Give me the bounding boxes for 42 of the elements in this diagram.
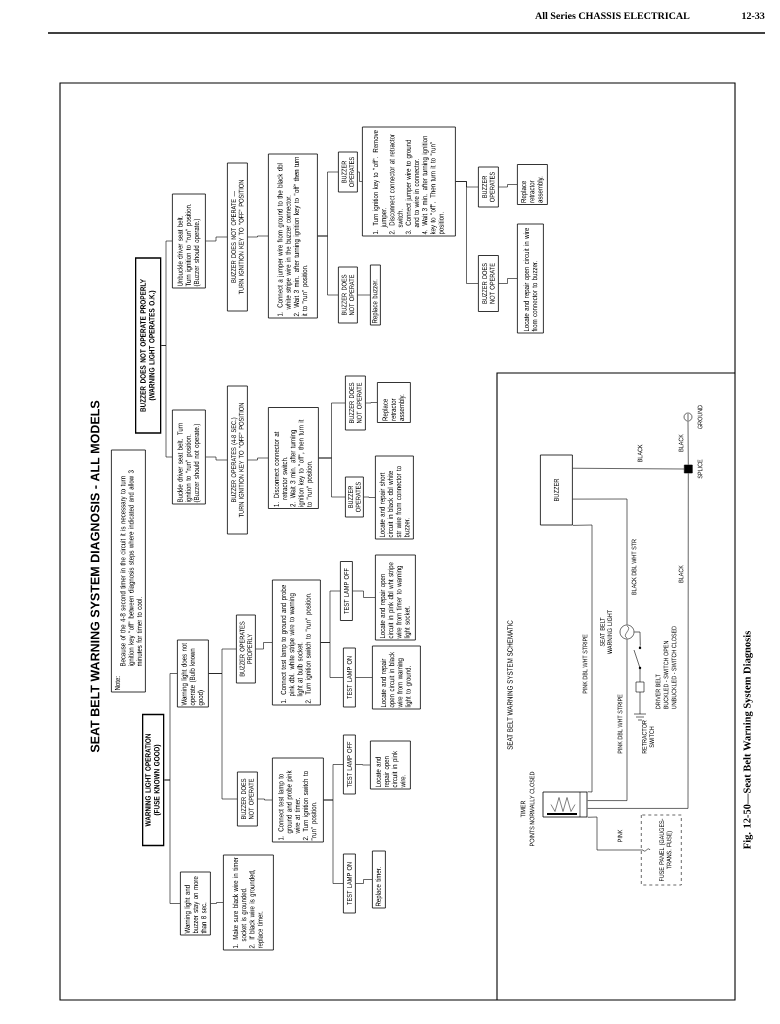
connector-line: [210, 902, 224, 904]
connector-line: [323, 764, 344, 801]
ground-symbol: [683, 412, 693, 422]
connector-line: [572, 524, 593, 793]
connector-line: [498, 278, 518, 284]
connector-line: [572, 498, 628, 625]
connector-line: [208, 648, 237, 674]
warning-light-symbol: [619, 624, 635, 640]
page-header: All Series CHASSIS ELECTRICAL: [535, 12, 690, 20]
diagram-title: SEAT BELT WARNING SYSTEM DIAGNOSIS - ALL MODELS: [90, 400, 100, 753]
connector-line: [355, 677, 373, 678]
connector-line: [247, 235, 269, 238]
splice-symbol: [684, 464, 693, 474]
connector-line: [357, 294, 371, 296]
connector-line: [587, 639, 628, 801]
connector-line: [357, 171, 363, 182]
connector-line: [572, 467, 685, 470]
connector-line: [318, 402, 346, 459]
connector-line: [498, 184, 518, 188]
connector-line: [587, 816, 642, 851]
timer-symbol: [542, 791, 588, 818]
connector-line: [355, 764, 371, 766]
connector-line: [257, 798, 273, 801]
connector-line: [320, 590, 341, 643]
connector-line: [634, 631, 641, 646]
connector-line: [317, 171, 339, 237]
switch-symbol: [633, 645, 647, 721]
connector-line: [365, 402, 378, 404]
figure-caption: Fig. 12-50—Seat Belt Warning System Diagnosis: [743, 631, 753, 850]
connector-line: [455, 181, 479, 188]
connector-line: [255, 642, 273, 650]
page-header: 12-33: [742, 12, 765, 20]
connector-line: [164, 673, 178, 781]
connector-line: [355, 879, 373, 884]
connector-line: [687, 421, 689, 465]
connector-line: [352, 590, 376, 598]
connector-line: [247, 457, 269, 461]
connector-line: [161, 240, 173, 346]
connector-line: [205, 456, 228, 461]
connector-line: [363, 496, 376, 498]
connector-line: [587, 473, 689, 809]
connector-line: [205, 236, 228, 242]
